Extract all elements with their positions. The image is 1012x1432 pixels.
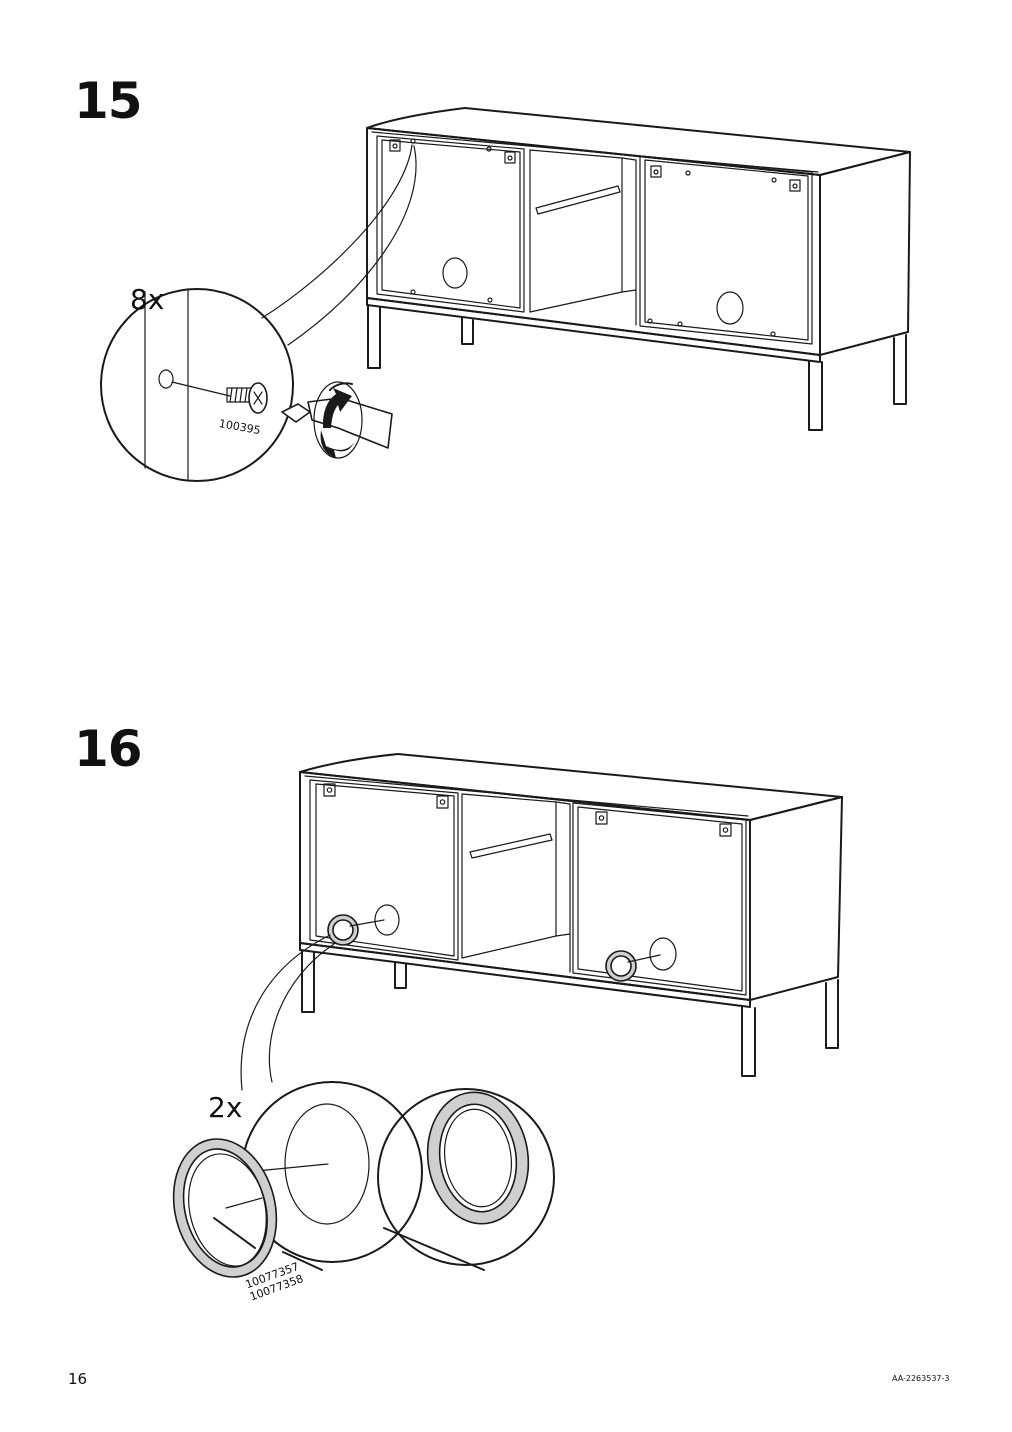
- step-16-quantity: 2x: [208, 1091, 243, 1124]
- step-15-illustration: [100, 107, 911, 482]
- document-code: AA-2263537-3: [892, 1374, 950, 1383]
- grommet-part: [172, 1138, 278, 1278]
- step-15-number: 15: [74, 72, 143, 130]
- detail-callout: [240, 934, 555, 1271]
- screw-part: [226, 382, 268, 414]
- step-16-number: 16: [74, 720, 143, 778]
- detail-callout: [100, 144, 417, 482]
- step-15-quantity: 8x: [130, 283, 165, 316]
- tv-bench-illustration: [366, 107, 911, 431]
- screwdriver-clockwise-icon: [281, 381, 393, 459]
- tv-bench-illustration: [299, 753, 843, 1077]
- step-16-illustration: [172, 753, 843, 1278]
- page-number: 16: [68, 1370, 88, 1388]
